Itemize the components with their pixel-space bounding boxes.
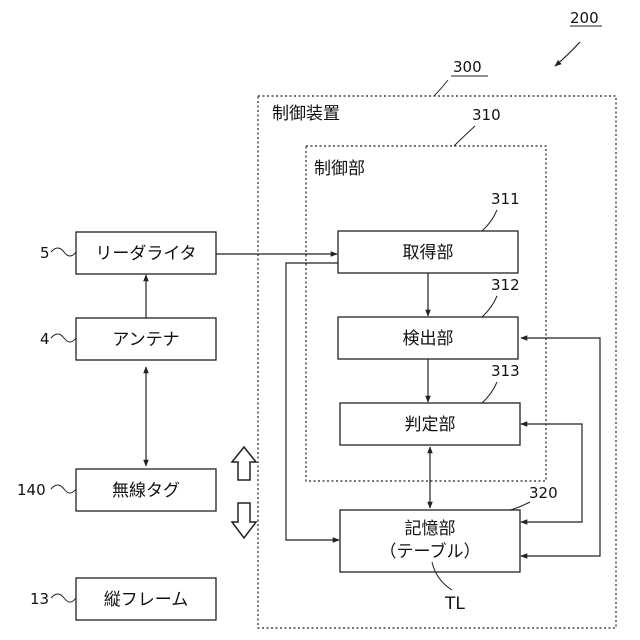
reader-writer-leader: [51, 248, 76, 256]
wireless-tag-label: 無線タグ: [112, 481, 180, 501]
acquisition-unit-ref: 311: [491, 190, 520, 208]
storage-unit-sublabel: （テーブル）: [380, 541, 481, 562]
detection-storage-link-arrow: [521, 338, 600, 556]
determination-unit-leader: [482, 382, 497, 403]
figure-number: 200: [570, 9, 599, 27]
vertical-frame-ref: 13: [30, 590, 49, 608]
determination-unit-label: 判定部: [405, 415, 456, 435]
storage-unit-leader: [510, 502, 530, 510]
reader-writer-ref: 5: [40, 244, 50, 262]
detection-unit-leader: [482, 296, 497, 317]
storage-unit-ref: 320: [529, 484, 558, 502]
wireless-tag-ref: 140: [17, 481, 46, 499]
vertical-frame-label: 縦フレーム: [104, 590, 189, 610]
reader-writer-label: リーダライタ: [95, 244, 196, 264]
move-down-icon: [232, 503, 256, 538]
antenna-label: アンテナ: [112, 330, 179, 350]
acquisition-unit-label: 取得部: [403, 243, 454, 263]
table-ref: TL: [444, 594, 465, 614]
control-unit-leader: [454, 126, 475, 146]
figure-number-arrow: [555, 42, 580, 66]
control-unit-label: 制御部: [314, 159, 365, 179]
acquisition-to-storage-arrow: [286, 263, 339, 540]
determination-storage-link-arrow-2: [521, 424, 582, 522]
detection-unit-ref: 312: [491, 276, 520, 294]
move-up-icon: [232, 447, 256, 480]
control-device-leader: [434, 80, 448, 96]
wireless-tag-leader: [51, 485, 76, 493]
antenna-leader: [51, 334, 76, 342]
control-device-label: 制御装置: [272, 104, 340, 124]
control-device-ref: 300: [453, 58, 482, 76]
vertical-frame-leader: [51, 594, 76, 602]
antenna-ref: 4: [40, 330, 50, 348]
acquisition-unit-leader: [482, 210, 497, 231]
storage-unit-label: 記憶部: [405, 519, 456, 539]
determination-unit-ref: 313: [491, 362, 520, 380]
detection-unit-label: 検出部: [403, 329, 454, 349]
control-unit-ref: 310: [472, 106, 501, 124]
